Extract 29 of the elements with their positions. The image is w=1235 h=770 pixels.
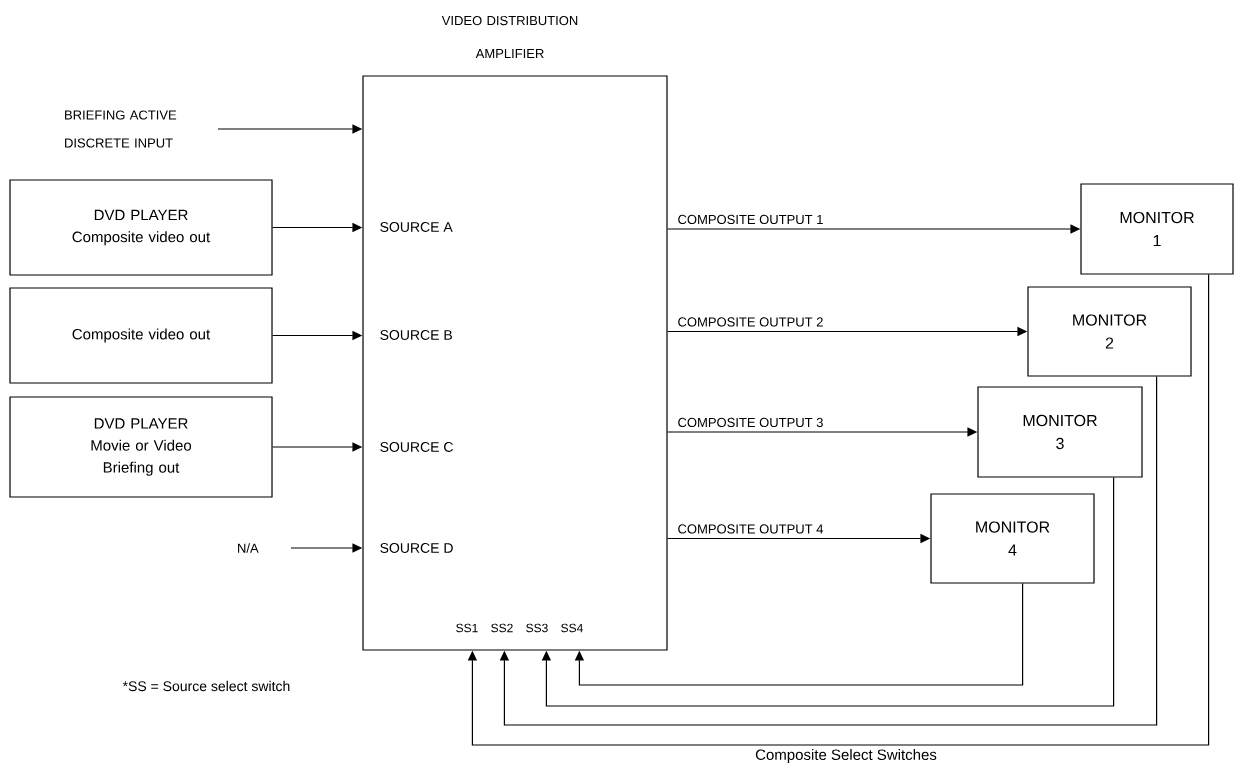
source-box: Composite video out [9, 287, 273, 384]
edge-label: COMPOSITE OUTPUT 2 [678, 317, 823, 327]
switch-label: SS3 [526, 623, 548, 633]
input-label: N/A [238, 543, 259, 553]
switch-label: SS4 [561, 623, 583, 633]
feedback-arrow [574, 583, 1024, 686]
monitor-box: MONITOR 2 [1027, 286, 1192, 377]
source-box: DVD PLAYER Composite video out [9, 179, 273, 276]
edge-label: COMPOSITE OUTPUT 4 [678, 524, 824, 534]
monitor-box: MONITOR 4 [930, 493, 1095, 584]
source-label: SOURCE A [380, 222, 453, 232]
switch-label: SS2 [491, 623, 513, 633]
amplifier-box [362, 75, 668, 651]
source-box: DVD PLAYER Movie or Video Briefing out [9, 396, 273, 498]
source-label: SOURCE B [380, 330, 452, 340]
monitor-box: MONITOR 1 [1080, 183, 1234, 275]
source-label: SOURCE D [380, 543, 453, 553]
switch-label: SS1 [456, 623, 478, 633]
note: *SS = Source select switch [122, 680, 290, 692]
amplifier-title: VIDEO DISTRIBUTION AMPLIFIER [441, 15, 578, 59]
source-label: SOURCE C [380, 442, 453, 452]
edge-label: COMPOSITE OUTPUT 3 [678, 417, 823, 428]
feedback-arrow [467, 274, 1210, 746]
bus-label: Composite Select Switches [755, 749, 937, 763]
monitor-box: MONITOR 3 [977, 386, 1143, 478]
edge-label: COMPOSITE OUTPUT 1 [678, 214, 823, 225]
feedback-arrow [541, 477, 1115, 707]
feedback-arrow [499, 376, 1158, 726]
input-label: BRIEFING ACTIVE DISCRETE INPUT [65, 110, 177, 148]
